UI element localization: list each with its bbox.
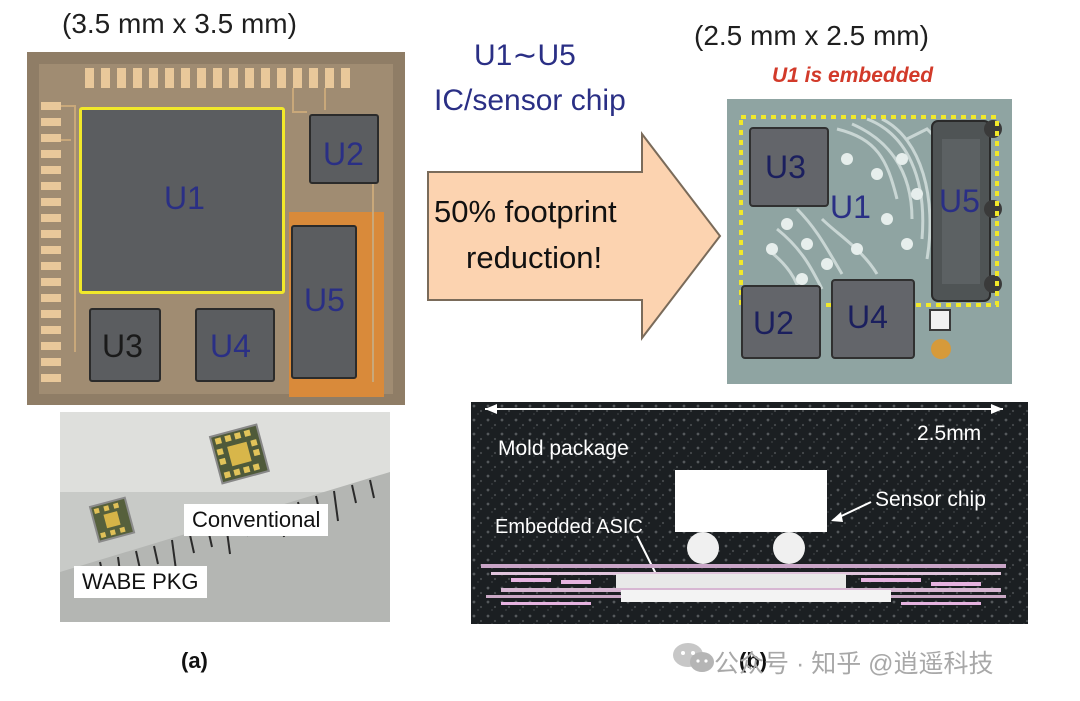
wabe-u3-label: U3 (765, 149, 806, 185)
caption-b: (b) (739, 648, 768, 673)
wechat-icon (670, 640, 718, 674)
wabe-u2-chip (741, 285, 821, 359)
caption-a: (a) (181, 648, 208, 673)
u2-chip (309, 114, 379, 184)
arrow-header-line2: IC/sensor chip (434, 84, 626, 117)
wabe-tag: WABE PKG (74, 566, 207, 598)
u2-label: U2 (323, 136, 364, 172)
wabe-u2-label: U2 (753, 305, 794, 341)
arrow-text-line1: 50% footprint (434, 194, 617, 229)
wabe-board: U3 U1 U5 U2 U4 (727, 99, 1012, 384)
conventional-board: U1 U2 U5 U3 U4 (27, 52, 405, 405)
watermark-text: 公众号 · 知乎 @逍遥科技 (714, 650, 994, 678)
u1-label: U1 (164, 180, 205, 216)
u3-chip (89, 308, 161, 382)
wabe-u1-label: U1 (830, 189, 871, 225)
wabe-u5-label: U5 (939, 183, 980, 219)
right-dimension-label: (2.5 mm x 2.5 mm) (694, 20, 929, 51)
arrow-text-line2: reduction! (466, 240, 603, 275)
sensor-chip-label: Sensor chip (875, 488, 986, 511)
wabe-u4-label: U4 (847, 299, 888, 335)
arrow-header-line1: U1∼U5 (474, 39, 576, 72)
u4-label: U4 (210, 328, 251, 364)
cross-section-width-label: 2.5mm (917, 422, 982, 445)
u3-label: U3 (102, 328, 143, 364)
u5-chip (291, 225, 357, 379)
cross-section: 2.5mm Mold package Sensor chip Embedded … (471, 402, 1028, 624)
wabe-u3-chip (749, 127, 829, 207)
cross-section-graphic (471, 402, 1028, 624)
package-photo: Conventional WABE PKG (60, 412, 390, 622)
u5-label: U5 (304, 282, 345, 318)
wabe-u4-chip (831, 279, 915, 359)
conventional-tag: Conventional (184, 504, 329, 536)
wechat-icon-graphic (673, 643, 714, 672)
embedded-note: U1 is embedded (772, 64, 934, 87)
embedded-asic-label: Embedded ASIC (495, 516, 643, 538)
footprint-arrow (427, 131, 722, 341)
u1-chip (79, 107, 285, 294)
mold-package-label: Mold package (498, 437, 629, 460)
left-dimension-label: (3.5 mm x 3.5 mm) (62, 8, 297, 39)
u4-chip (195, 308, 275, 382)
